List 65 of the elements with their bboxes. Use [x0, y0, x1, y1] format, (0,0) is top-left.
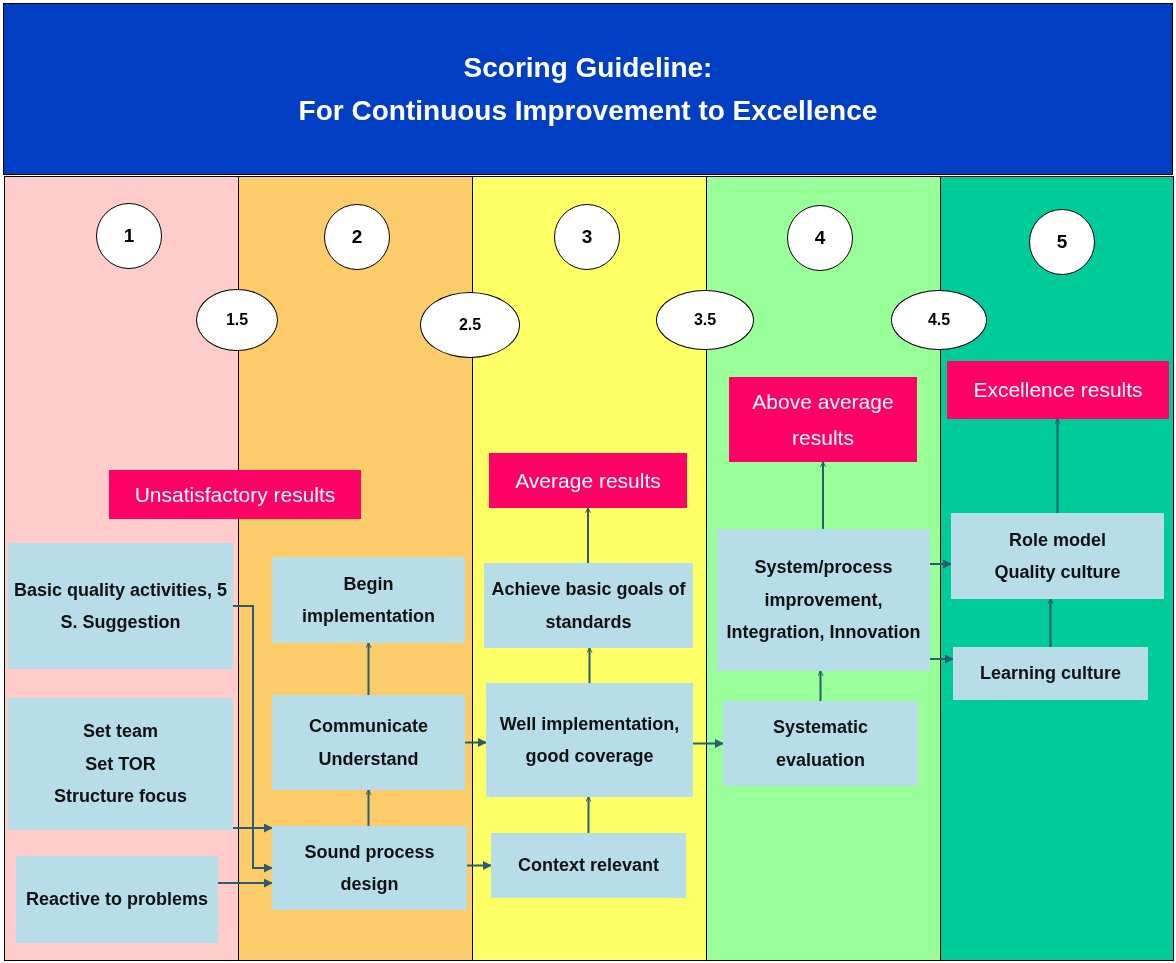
process-box — [8, 543, 233, 669]
process-box — [491, 833, 686, 898]
score-label: 2.5 — [458, 316, 482, 334]
arrow — [232, 823, 273, 833]
arrow — [929, 654, 954, 664]
process-box — [951, 513, 1164, 599]
result-label: Unsatisfactory results — [134, 481, 336, 508]
score-label: 3.5 — [693, 311, 717, 329]
box-text: Begin implementation — [301, 572, 436, 628]
arrow — [820, 461, 826, 530]
process-box — [16, 856, 218, 943]
box-text: Well implementation, good coverage — [498, 712, 681, 768]
box-text: Systematic evaluation — [771, 716, 870, 772]
box-text: Basic quality activities, 5 S. Suggestion — [12, 578, 229, 634]
process-box — [953, 647, 1148, 700]
score-label: 3 — [581, 226, 593, 248]
box-text: Context relevant — [517, 854, 659, 878]
score-label: 4.5 — [927, 311, 951, 329]
box-text: Communicate — [309, 715, 428, 739]
result-box — [947, 361, 1169, 419]
arrow — [365, 789, 372, 827]
box-text: Set team — [82, 720, 158, 744]
process-box — [272, 826, 467, 910]
arrow — [1047, 598, 1054, 648]
score-label: 1.5 — [225, 311, 249, 329]
box-text: Structure focus — [54, 785, 187, 809]
title: Scoring Guideline: For Continuous Improvement to Excellence — [298, 50, 878, 128]
process-box — [484, 563, 693, 648]
box-text: Role model — [1009, 528, 1106, 552]
result-label: Above average results — [751, 388, 895, 451]
score-label: 4 — [814, 227, 826, 249]
arrow — [692, 739, 724, 748]
score-label: 5 — [1056, 231, 1068, 253]
score-label: 1 — [123, 225, 135, 247]
result-box — [109, 470, 361, 519]
arrow — [585, 507, 591, 564]
box-text: Learning culture — [980, 662, 1121, 686]
score-label: 2 — [351, 226, 363, 248]
box-text: System/process improvement, Integration, Innovation — [725, 556, 922, 645]
process-box — [8, 698, 233, 830]
result-box — [489, 453, 687, 508]
process-box — [723, 701, 918, 786]
box-text: Sound process design — [303, 840, 436, 896]
result-label: Excellence results — [973, 377, 1143, 404]
process-box — [717, 529, 930, 671]
arrow — [1054, 418, 1061, 514]
arrow — [585, 796, 592, 834]
arrow — [464, 738, 487, 747]
result-box — [729, 377, 917, 462]
result-label: Average results — [515, 467, 661, 494]
process-box — [272, 557, 465, 643]
process-box — [272, 695, 465, 790]
box-text: Achieve basic goals of standards — [490, 578, 687, 634]
arrow — [232, 605, 273, 873]
arrow — [586, 647, 593, 684]
arrow — [929, 559, 952, 569]
process-box — [486, 683, 693, 797]
arrow — [817, 670, 824, 702]
arrow — [466, 861, 492, 870]
box-text: Set TOR — [85, 752, 156, 776]
arrow — [365, 642, 372, 696]
box-text: Understand — [318, 747, 419, 771]
box-text: Quality culture — [994, 561, 1121, 584]
arrow — [217, 878, 273, 888]
box-text: Reactive to problems — [25, 888, 209, 912]
